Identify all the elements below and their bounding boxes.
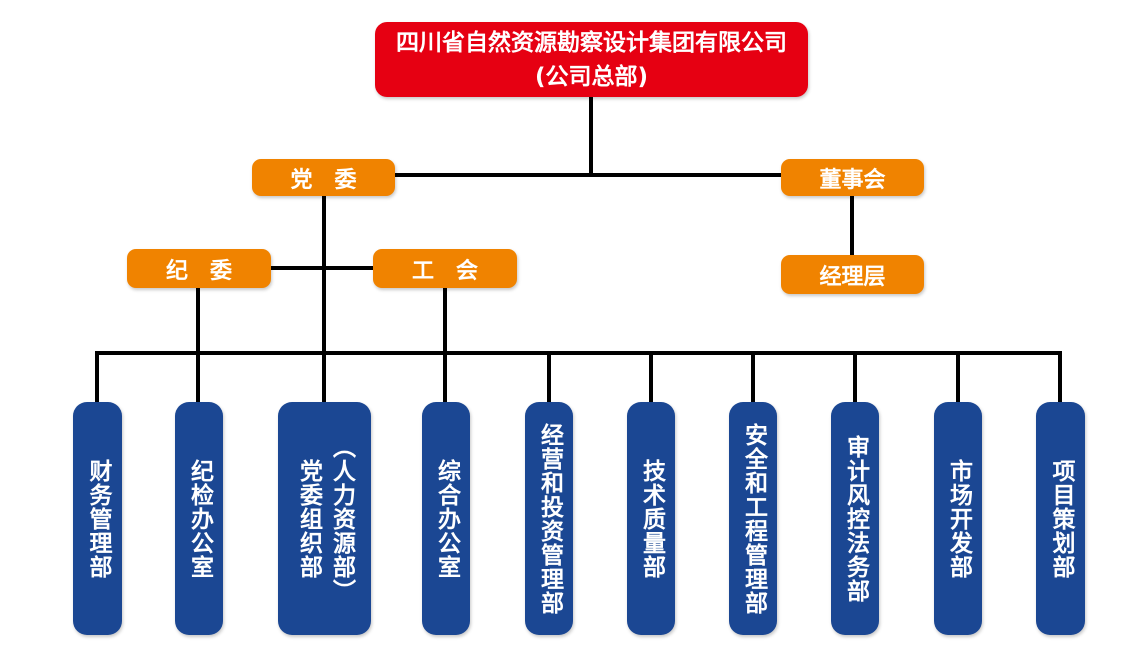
headquarters-box: 四川省自然资源勘察设计集团有限公司 (公司总部) (375, 22, 808, 97)
connector-board-management-vertical (850, 195, 854, 255)
dept-general-office-label: 综合办公室 (433, 458, 460, 579)
dept-operations-investment: 经营和投资管理部 (525, 402, 573, 635)
dept-finance-management-label: 财务管理部 (85, 458, 111, 579)
dept-hr-label: （人力资源部） (328, 434, 355, 603)
labor-union-label: 工 会 (411, 258, 478, 284)
connector-top-horizontal (395, 173, 781, 177)
connector-drop-technical (649, 351, 653, 404)
board-of-directors-label: 董事会 (819, 167, 886, 193)
management-team-label: 经理层 (819, 264, 886, 290)
connector-drop-safety (751, 351, 755, 404)
dept-general-office: 综合办公室 (422, 402, 470, 635)
dept-finance-management: 财务管理部 (73, 402, 122, 635)
dept-technical-quality: 技术质量部 (627, 402, 675, 635)
discipline-committee-label: 纪 委 (165, 258, 232, 284)
discipline-committee-box: 纪 委 (127, 249, 271, 288)
headquarters-subtitle: (公司总部) (534, 63, 649, 90)
connector-drop-project (1058, 351, 1062, 404)
connector-drop-finance (95, 351, 99, 404)
dept-market-development: 市场开发部 (934, 402, 982, 635)
connector-union-vertical (443, 287, 447, 404)
dept-project-planning: 项目策划部 (1036, 402, 1085, 635)
dept-operations-investment-label: 经营和投资管理部 (536, 422, 563, 615)
connector-drop-market (956, 351, 960, 404)
dept-audit-risk-legal: 审计风控法务部 (831, 402, 879, 635)
connector-party-vertical (322, 195, 326, 404)
dept-market-development-label: 市场开发部 (945, 458, 972, 579)
dept-safety-engineering: 安全和工程管理部 (729, 402, 777, 635)
connector-discipline-union-horizontal (270, 266, 374, 270)
connector-hq-vertical (589, 97, 593, 177)
party-committee-box: 党 委 (252, 159, 395, 196)
dept-party-organization-label: 党委组织部 (295, 458, 322, 579)
management-team-box: 经理层 (781, 255, 924, 294)
connector-departments-horizontal (95, 351, 1062, 355)
dept-discipline-inspection-office: 纪检办公室 (175, 402, 223, 635)
dept-technical-quality-label: 技术质量部 (638, 458, 665, 579)
connector-drop-operations (547, 351, 551, 404)
dept-audit-risk-legal-label: 审计风控法务部 (842, 434, 869, 603)
labor-union-box: 工 会 (373, 249, 517, 288)
party-committee-label: 党 委 (290, 167, 357, 193)
dept-party-organization-hr: 党委组织部 （人力资源部） (278, 402, 371, 635)
board-of-directors-box: 董事会 (781, 159, 924, 196)
dept-safety-engineering-label: 安全和工程管理部 (740, 422, 767, 615)
connector-drop-audit (853, 351, 857, 404)
dept-discipline-inspection-office-label: 纪检办公室 (186, 458, 213, 579)
headquarters-name: 四川省自然资源勘察设计集团有限公司 (396, 29, 787, 56)
dept-project-planning-label: 项目策划部 (1048, 458, 1074, 579)
connector-discipline-vertical (196, 287, 200, 404)
